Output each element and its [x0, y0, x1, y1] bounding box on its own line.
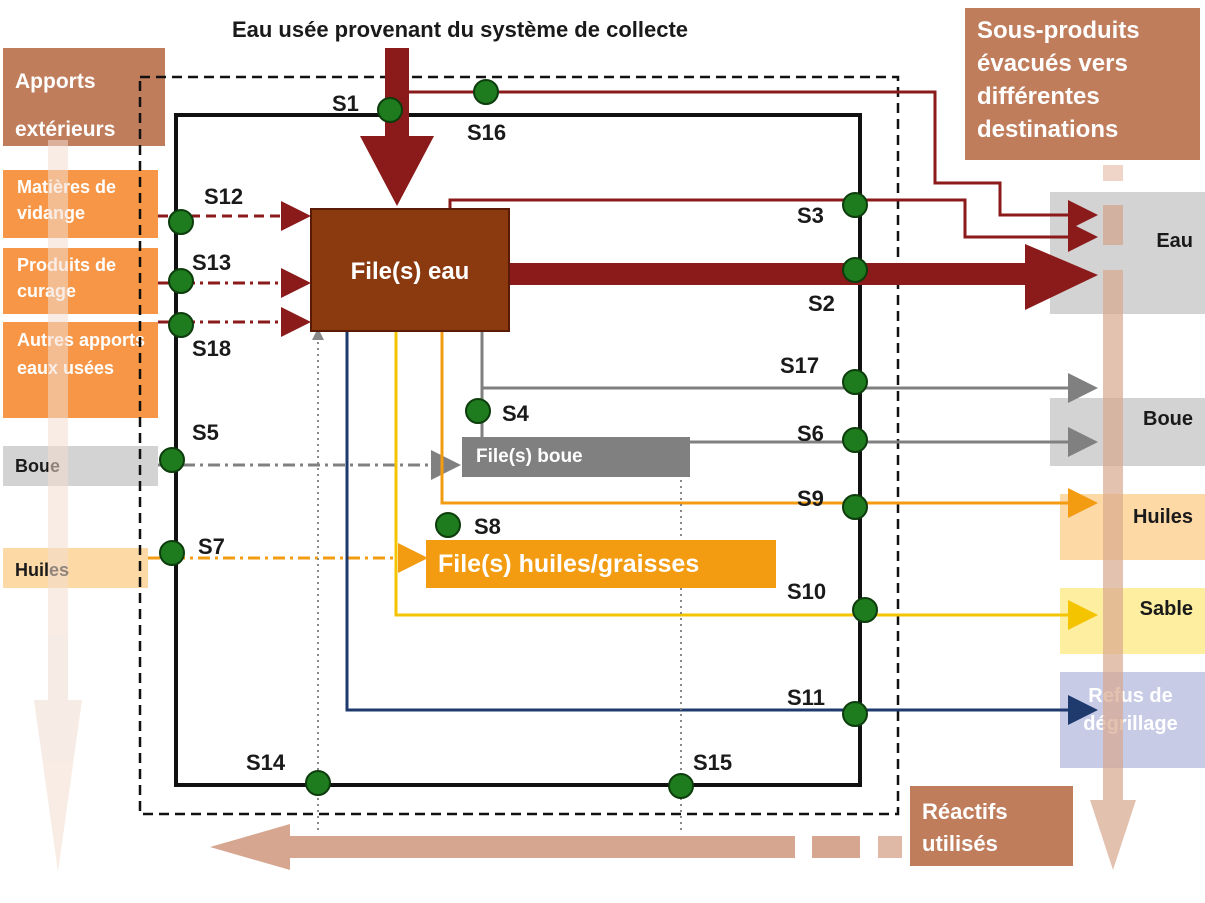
node-s4	[465, 398, 491, 424]
nodes	[159, 79, 878, 799]
node-s15	[668, 773, 694, 799]
label-s8: S8	[474, 514, 501, 539]
reactifs-arrow	[210, 824, 902, 870]
reactifs-box: Réactifs utilisés	[910, 786, 1073, 866]
line-s3	[448, 198, 1098, 252]
node-s3	[842, 192, 868, 218]
label-s7: S7	[198, 534, 225, 559]
file-huiles-box: File(s) huiles/graisses	[426, 540, 776, 588]
node-s14	[305, 770, 331, 796]
sous-produits-title-box: Sous-produits évacués vers différentes d…	[965, 8, 1200, 160]
node-s7	[159, 540, 185, 566]
label-s10: S10	[787, 579, 827, 604]
node-s12	[168, 209, 194, 235]
node-s8	[435, 512, 461, 538]
label-s13: S13	[192, 250, 232, 275]
apport-produits-curage: Produits de curage	[3, 248, 158, 314]
node-s17	[842, 369, 868, 395]
node-s2	[842, 257, 868, 283]
label-s14: S14	[246, 750, 286, 775]
file-eau-box: File(s) eau	[310, 208, 510, 332]
node-s5	[159, 447, 185, 473]
label-s16: S16	[467, 120, 507, 145]
node-s11	[842, 701, 868, 727]
right-fading-arrow	[1090, 165, 1136, 870]
label-s18: S18	[192, 336, 232, 361]
label-s1: S1	[332, 91, 359, 116]
label-s12: S12	[204, 184, 244, 209]
label-s2: S2	[808, 291, 835, 316]
node-s18	[168, 312, 194, 338]
node-s9	[842, 494, 868, 520]
apports-title-box: Apports extérieurs	[3, 48, 165, 146]
node-s16	[473, 79, 499, 105]
label-s3: S3	[797, 203, 824, 228]
label-s15: S15	[693, 750, 733, 775]
file-boue-box: File(s) boue	[462, 437, 690, 477]
top-label: Eau usée provenant du système de collect…	[231, 17, 689, 42]
node-s10	[852, 597, 878, 623]
outer-dashed-boundary	[138, 75, 900, 816]
apports-title: Apports extérieurs	[15, 70, 116, 141]
bypass-line-s16	[397, 90, 1098, 230]
label-s5: S5	[192, 420, 219, 445]
label-s6: S6	[797, 421, 824, 446]
left-fading-arrow	[34, 140, 82, 872]
sous-produits-title: Sous-produits évacués vers différentes d…	[977, 17, 1140, 143]
label-s11: S11	[787, 685, 825, 710]
label-s4: S4	[502, 401, 529, 426]
node-s13	[168, 268, 194, 294]
label-s9: S9	[797, 486, 824, 511]
incoming-water-arrow	[360, 48, 434, 206]
node-s1	[377, 97, 403, 123]
node-s6	[842, 427, 868, 453]
line-s9	[440, 330, 1098, 518]
treated-water-arrow	[510, 244, 1098, 310]
label-s17: S17	[780, 353, 820, 378]
